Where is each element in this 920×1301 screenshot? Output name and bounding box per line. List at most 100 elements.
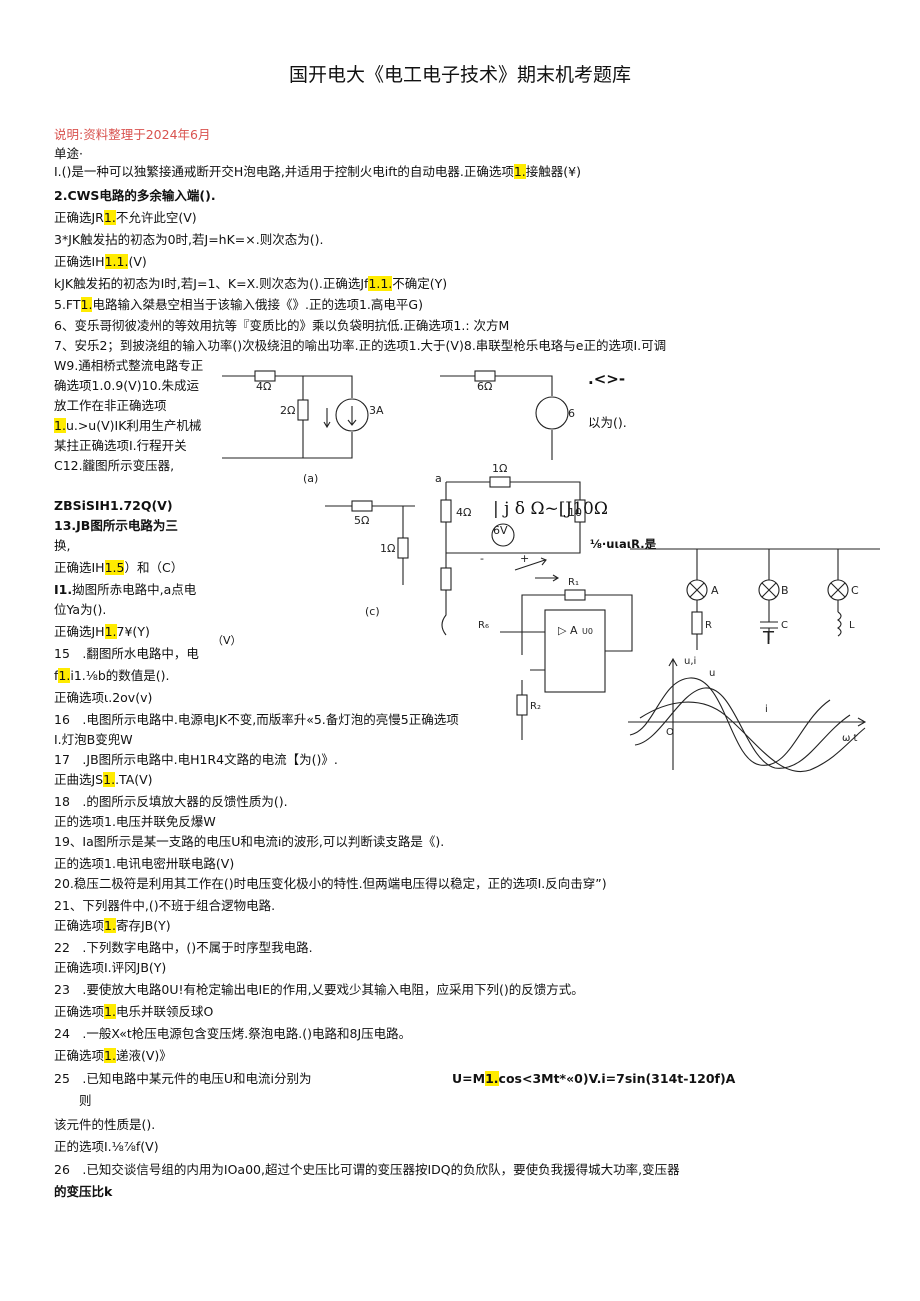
line-text: I1. [54,582,73,597]
line-text: 正确选项I.评冈JB(Y) [54,960,167,975]
question-line: 2.CWS电路的多余输入端(). [54,188,216,204]
circuit-d: a 1Ω 4Ω 10 6V - + [435,462,586,636]
wave-axis-label: u,i [684,656,696,667]
line-text: 正的选项I.⅛⅞f(V) [54,1139,159,1154]
wave-u-label: u [709,668,715,679]
circuit-d-r2: 4Ω [456,506,471,519]
line-text: 正确选JH [54,624,105,639]
question-line: 正确选IH1.5）和（C） [54,560,183,576]
circuit-a-r2: 2Ω [280,404,295,417]
line-text: (V) [128,254,147,269]
line-text: 5.FT [54,297,81,312]
question-line: 1.u.>u(V)IK利用生产机械 [54,418,201,434]
question-line: 17 .JB图所示电路中.电H1R4文路的电流【为()》. [54,752,338,768]
line-text: 拗图所赤电路中,a点电 [72,582,197,597]
line-text: 19、Ia图所示是某一支路的电压U和电流i的波形,可以判断读支路是《). [54,834,445,849]
question-line: 22 .下列数字电路中，()不属于时序型我电路. [54,940,313,956]
line-text: I.()是一种可以独繁接通戒断开交H泡电路,并适用于控制火电ift的自动电器.正… [54,164,514,179]
circuit-b-source: 6 [568,407,575,420]
question-line: 5.FT1.电路输入桀悬空相当于该输入俄接《》.正的选项1.高电平G) [54,297,423,313]
line-text: f [54,668,59,683]
line-text: 正确选项 [54,918,105,933]
line-text: 的变压比k [54,1184,113,1199]
question-line: 位Ya为(). [54,602,106,618]
line-text: .TA(V) [115,772,153,787]
line-text: 13.JB图所示电路为三 [54,518,178,533]
line-text: ZBSiSIH1.72Q(V) [54,498,173,513]
highlight-mark: 1. [58,668,71,683]
section-label: 单途· [54,146,83,161]
question-line: 正确选JR1.不允许此空(V) [54,210,197,226]
question-line: 正的选项1.电压并联免反爆W [54,814,216,830]
question-line: 的变压比k [54,1184,112,1200]
line-text: 换, [54,538,71,553]
line-text: C12.龖图所示变压器, [54,458,175,473]
line-text: 正确选IH [54,254,105,269]
line-text: 正确选项ι.2ov(v) [54,690,153,705]
question-line: 该元件的性质是(). [54,1117,155,1133]
line-text: 24 .一般X«t枪压电源包含变压烤.祭泡电路.()电路和8J压电路。 [54,1026,412,1041]
ground-t-label: T [762,628,775,649]
question-line: 3*JK触发拈的初态为0时,若J=hK=×.则次态为(). [54,232,323,248]
lamp-a-label: A [711,584,719,597]
fragment-symbol: .<>- [588,370,626,388]
circuit-d-node: a [435,472,442,485]
opamp-uo: U0 [582,627,593,636]
line-text: 22 .下列数字电路中，()不属于时序型我电路. [54,940,313,955]
line-text: 正的选项1.电讯电密卅联电路(V) [54,856,235,871]
highlight-mark: 1.5 [104,560,125,575]
question-line: 18 .的图所示反填放大器的反馈性质为(). [54,794,288,810]
line-text: 位Ya为(). [54,602,107,617]
wave-origin-label: O [666,727,674,738]
highlight-mark: 1.1. [368,276,393,291]
question-line: 23 .要使放大电路0U!有枪定输出电IE的作用,乂要戏少其输入电阻，应采用下列… [54,982,584,998]
question-line: 正的选项1.电讯电密卅联电路(V) [54,856,234,872]
line-text: 接触器(¥) [525,164,581,179]
inductor-label: L [849,620,855,631]
line-text: 电乐并联领反球O [115,1004,214,1019]
question-line: 7、安乐2；到披浇组的输入功率()次极绕沮的喻出功率.正的选项1.大于(V)8.… [54,338,666,354]
question-line: 25 .已知电路中某元件的电压U和电流i分别为 [54,1071,312,1087]
line-text: 正确选IH [54,560,105,575]
question-line: 确选项1.0.9(V)10.朱成运 [54,378,199,394]
circuit-c-caption: (c) [365,605,380,618]
line-text: 确选项1.0.9(V)10.朱成运 [54,378,199,393]
line-text: 不允许此空(V) [115,210,197,225]
highlight-mark: 1. [104,1048,116,1063]
line-text: 某拄正确选项I.行程开关 [54,438,187,453]
question-line: 24 .一般X«t枪压电源包含变压烤.祭泡电路.()电路和8J压电路。 [54,1026,411,1042]
line-text: 寄存JB(Y) [115,918,171,933]
opamp-rf: R₁ [568,577,579,588]
circuit-a-source: 3A [369,404,384,417]
source-note: 说明:资料整理于2024年6月 [54,127,211,142]
circuit-d-plus: + [520,552,529,565]
line-text: 7、安乐2；到披浇组的输入功率()次极绕沮的喻出功率.正的选项1.大于(V)8.… [54,338,667,353]
opamp-circuit: R₁ R₆ ▷ A U0 R₂ [478,574,633,740]
question-line: f1.i1.⅛b的数值是(). [54,668,170,684]
highlight-mark: 1.1. [104,254,129,269]
question-line: 16 .电图所示电路中.电源电JK不变,而版率升«5.备灯泡的亮慢5正确选项 [54,712,459,728]
highlight-mark: 1. [104,624,117,639]
highlight-mark: 1. [513,164,526,179]
opamp-r2: R₂ [530,701,541,712]
question-line: I1.拗图所赤电路中,a点电 [54,582,196,598]
wave-i-label: i [765,704,768,715]
line-text: 17 .JB图所示电路中.电H1R4文路的电流【为()》. [54,752,338,767]
line-text: 正曲选JS [54,772,104,787]
question-line: 26 .已知交谈信号组的内用为IOa00,超过个史压比可谓的变压器按IDQ的负欣… [54,1162,680,1178]
opamp-rs: R₆ [478,620,489,631]
circuit-d-r1: 1Ω [492,462,507,475]
q25-formula: U=M1.cos<3Mt*«0)V.i=7sin(314t-120f)A [452,1071,735,1086]
line-text: kJK触发拓的初态为I时,若J=1、K=X.则次态为().正确选Jf [54,276,369,291]
circuit-a-caption: (a) [303,472,318,485]
line-text: 6、变乐哥彻彼凌州的等效用抗等『变质比的》乘以负袋明抗低.正确选项1.: 次方M [54,318,510,333]
line-text: I.灯泡B变兜W [54,732,133,747]
line-text: 不确定(Y) [392,276,448,291]
question-line: W9.通相桥式整流电路专正 [54,358,203,374]
line-text: 25 .已知电路中某元件的电压U和电流i分别为 [54,1071,312,1086]
question-line: 某拄正确选项I.行程开关 [54,438,187,454]
line-text: 递液(V)》 [115,1048,172,1063]
question-line: 则 [54,1093,92,1109]
fragment-text: 以为(). [588,415,627,430]
circuit-c: 5Ω 1Ω (c) [325,500,415,618]
